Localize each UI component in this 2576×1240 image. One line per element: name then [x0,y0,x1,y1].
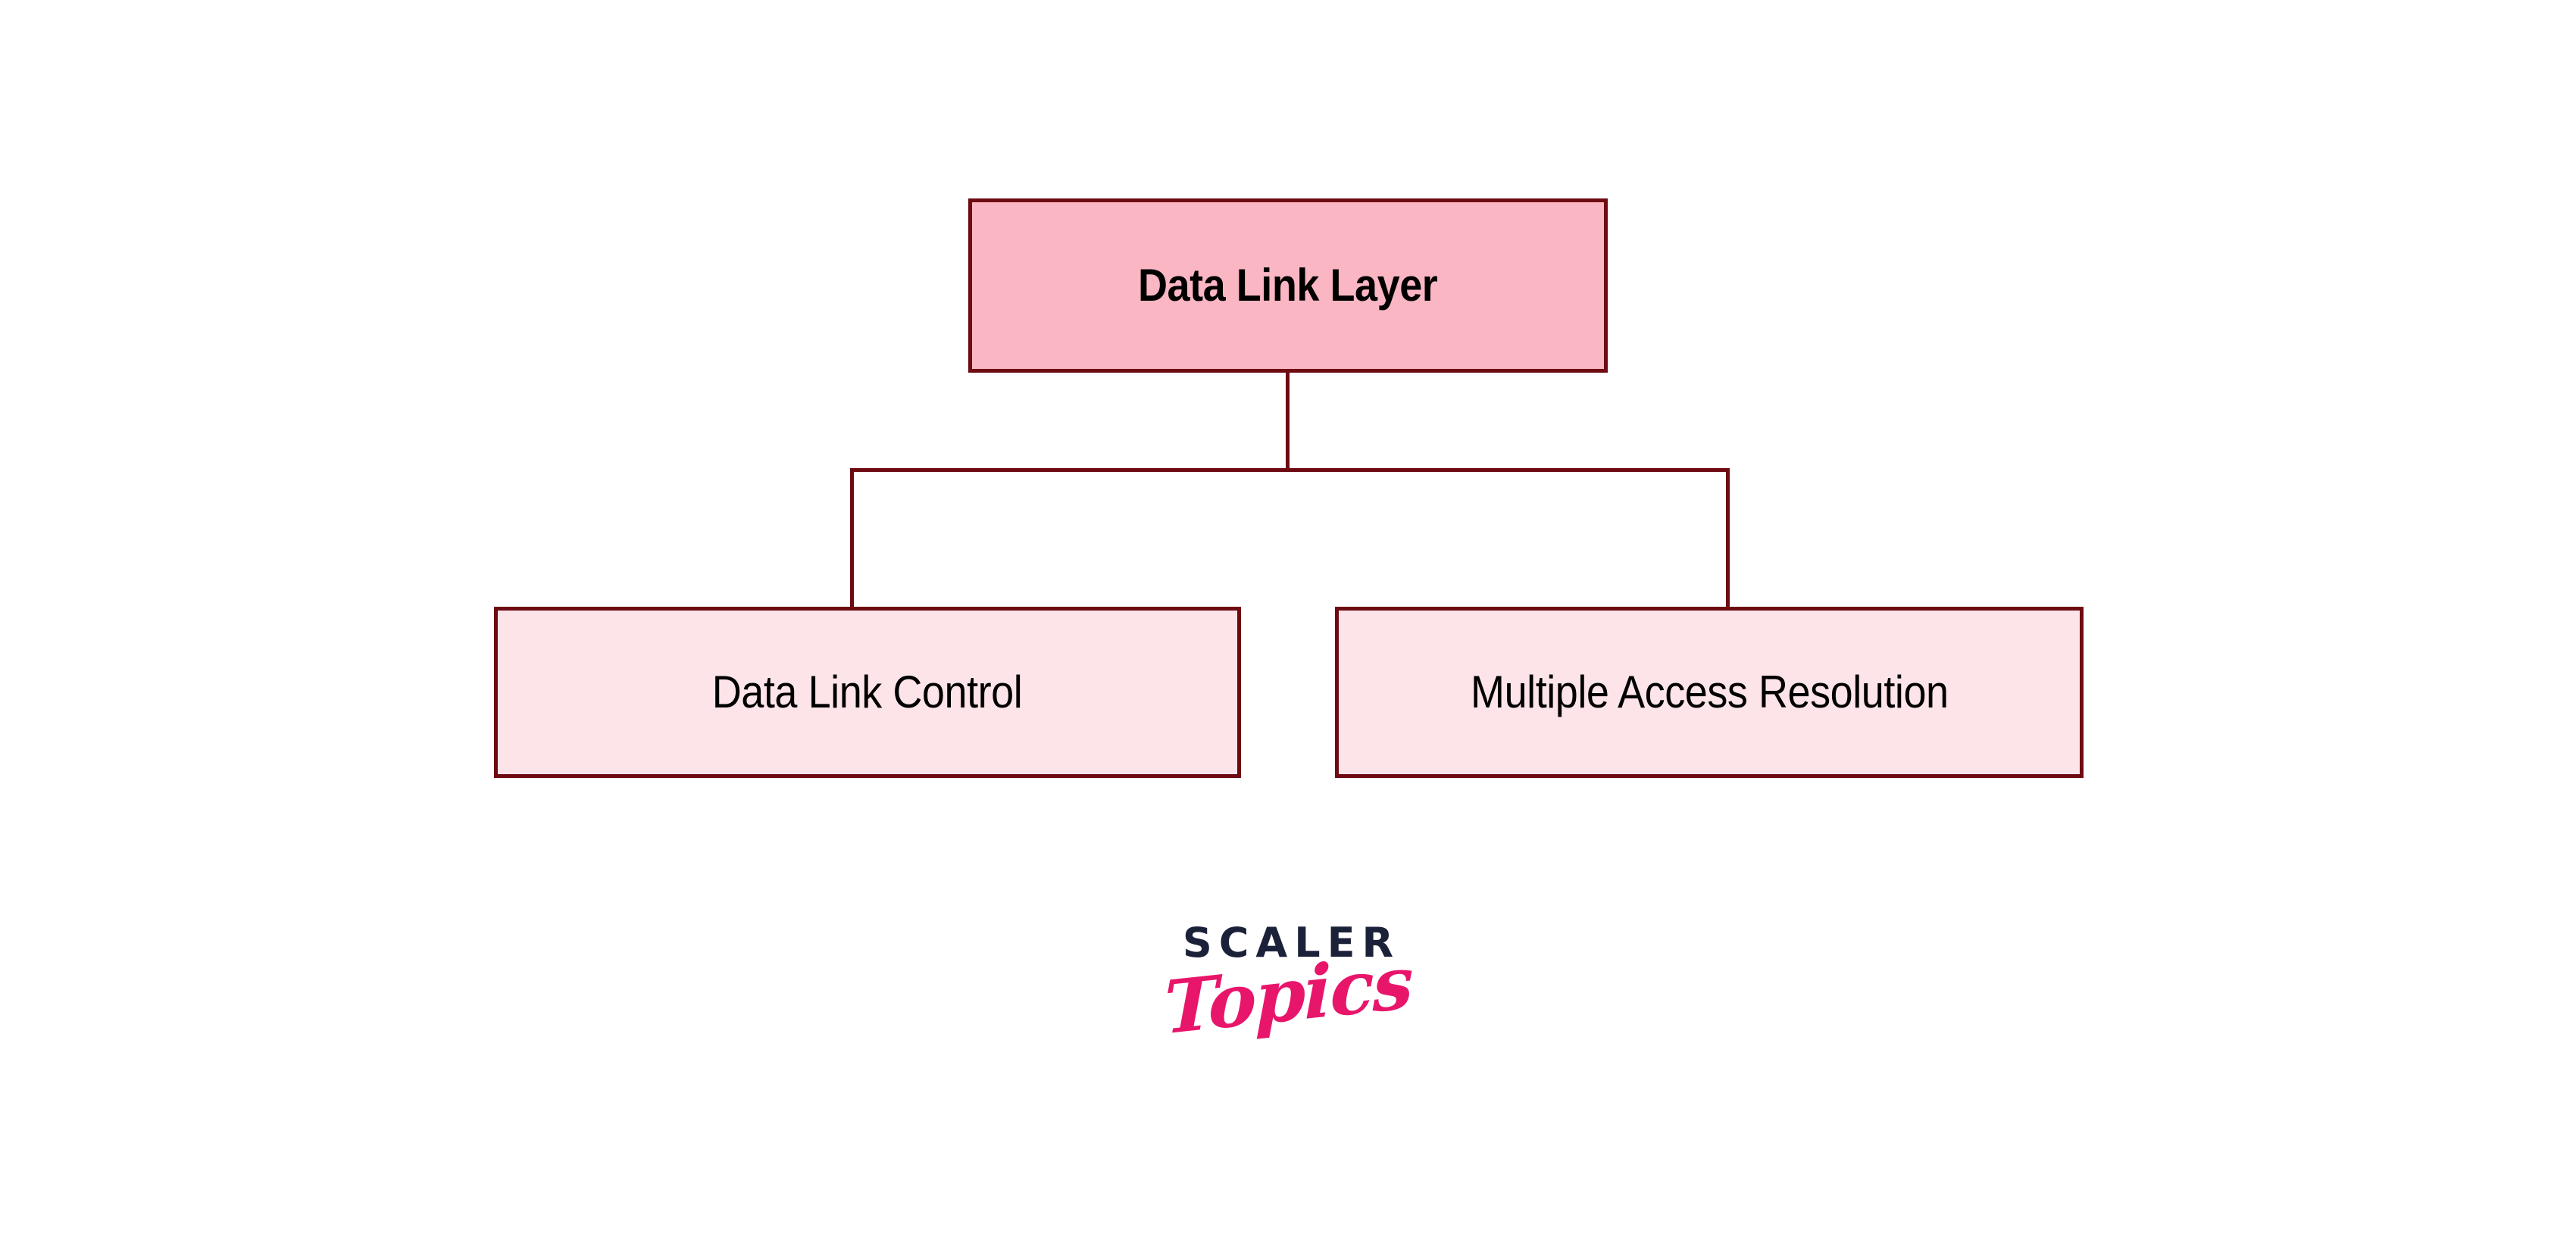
connector-horizontal-bus [850,468,1730,472]
node-label-child-right: Multiple Access Resolution [1470,667,1949,717]
logo-wordmark-scaler: SCALER [1182,919,1401,967]
node-data-link-control: Data Link Control [494,607,1241,778]
connector-stem-vertical [1286,371,1290,472]
node-multiple-access-resolution: Multiple Access Resolution [1335,607,2084,778]
connector-drop-right [1726,468,1730,608]
node-data-link-layer: Data Link Layer [968,198,1608,373]
logo-script-topics: Topics [1164,939,1412,1051]
node-label-child-left: Data Link Control [712,667,1023,717]
scaler-topics-logo: SCALER Topics [1164,919,1413,1051]
node-label-root: Data Link Layer [1138,260,1438,311]
connector-drop-left [850,468,854,608]
